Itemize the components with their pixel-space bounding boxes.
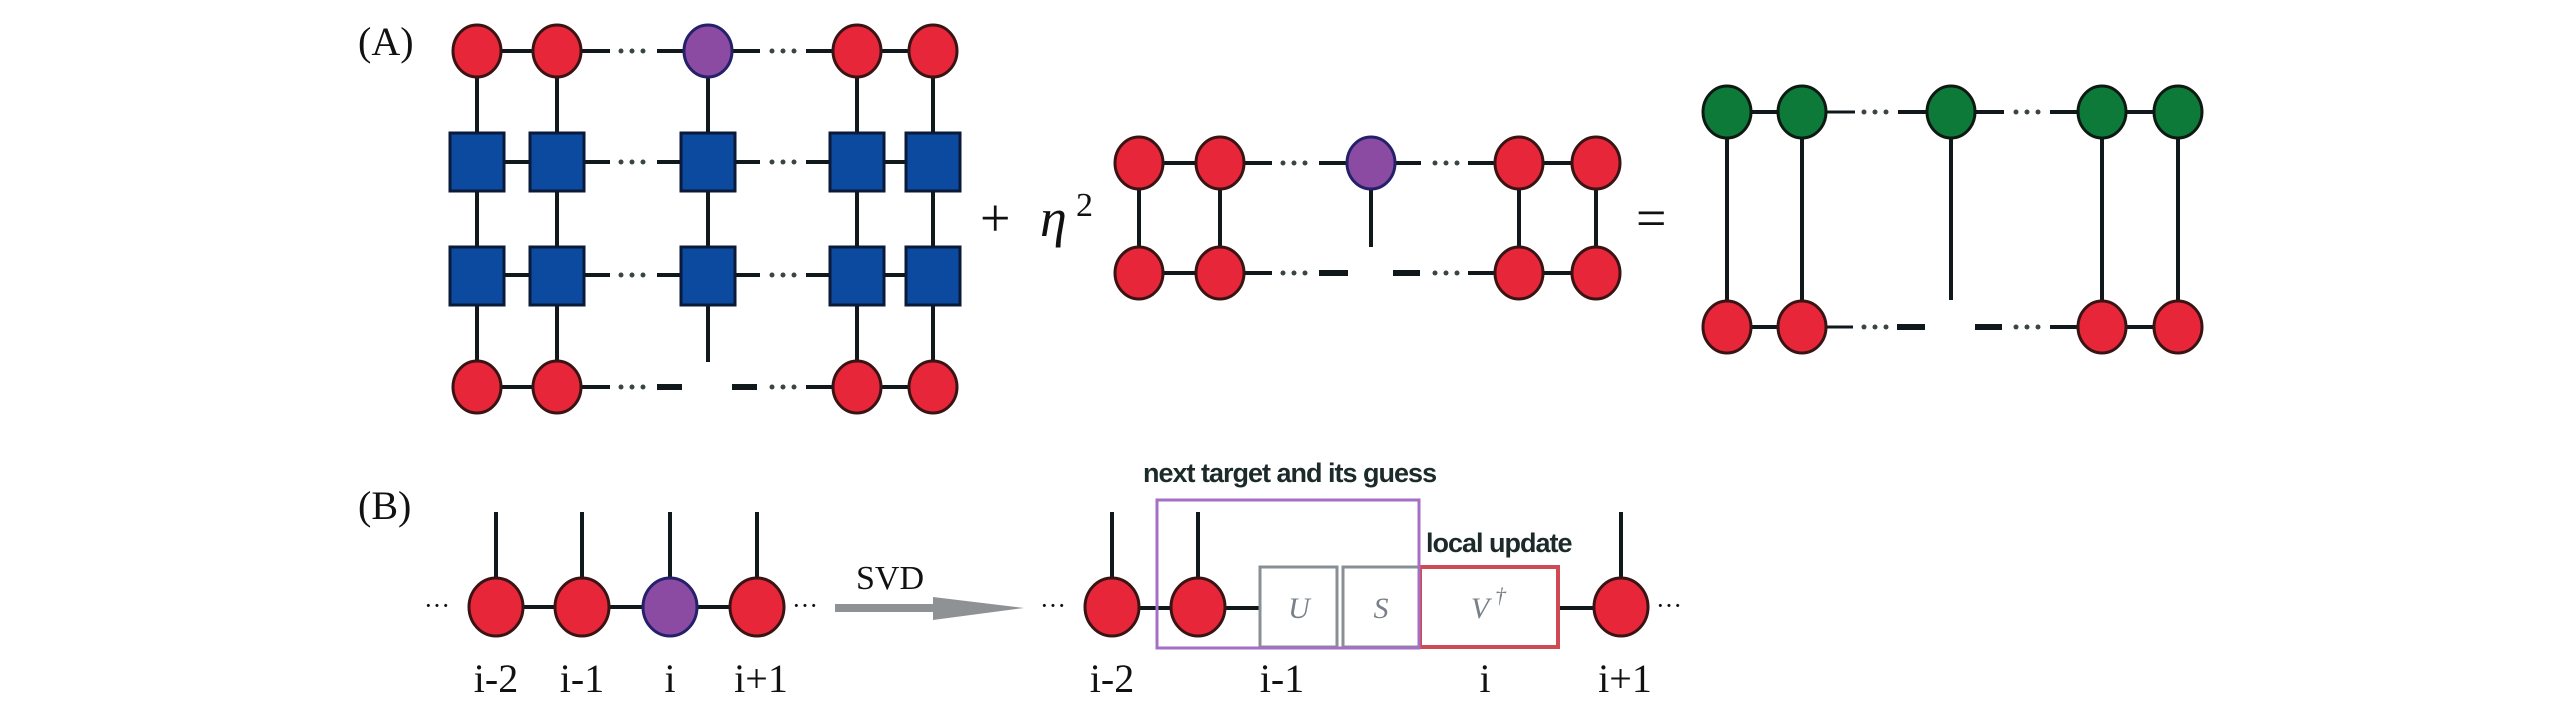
equals-sign: = bbox=[1636, 188, 1666, 248]
target-tensor bbox=[682, 23, 734, 79]
site-label: i bbox=[1479, 656, 1490, 701]
svd-label: SVD bbox=[856, 560, 924, 597]
svd-arrow: SVD bbox=[835, 560, 1024, 620]
operator-tensor bbox=[528, 131, 586, 193]
result-tensor bbox=[1925, 84, 1977, 140]
mps-tensor bbox=[831, 359, 883, 415]
site-label: i-2 bbox=[1090, 656, 1134, 701]
site-label: i-1 bbox=[1260, 656, 1304, 701]
network-1 bbox=[448, 23, 962, 415]
mps-tensor bbox=[1113, 245, 1165, 301]
result-tensor bbox=[1776, 84, 1828, 140]
u-matrix-box bbox=[1258, 565, 1339, 649]
network-3-bottom-row bbox=[1701, 299, 2204, 355]
next-target-caption: next target and its guess bbox=[1143, 458, 1436, 488]
network-1-bottom-row bbox=[451, 359, 959, 415]
mps-tensor bbox=[451, 359, 503, 415]
s-matrix-box bbox=[1341, 565, 1421, 649]
operator-tensor bbox=[448, 245, 506, 307]
network-1-top-row bbox=[451, 23, 959, 79]
mps-tensor bbox=[451, 23, 503, 79]
s-label: S bbox=[1374, 592, 1389, 625]
result-tensor bbox=[2152, 84, 2204, 140]
site-tensor bbox=[728, 576, 786, 638]
target-tensor bbox=[1345, 135, 1397, 191]
panel-b: (B) ··· ··· i-2 i-1 i i+1 SVD · bbox=[358, 458, 1682, 701]
mps-tensor bbox=[2076, 299, 2128, 355]
operator-tensor bbox=[528, 245, 586, 307]
target-site-tensor bbox=[641, 576, 699, 638]
v-dagger: † bbox=[1495, 583, 1507, 608]
mps-tensor bbox=[1493, 135, 1545, 191]
site-label: i+1 bbox=[1598, 656, 1652, 701]
result-tensor bbox=[1701, 84, 1753, 140]
operator-tensor bbox=[904, 245, 962, 307]
panel-b-label: (B) bbox=[358, 483, 411, 528]
network-2-top-row bbox=[1113, 135, 1622, 191]
operator-layer-2 bbox=[448, 245, 962, 307]
mps-tensor bbox=[531, 359, 583, 415]
plus-sign: + bbox=[980, 188, 1010, 248]
u-label: U bbox=[1288, 592, 1312, 625]
mps-tensor bbox=[907, 23, 959, 79]
network-3-top-row bbox=[1701, 84, 2204, 140]
site-label: i+1 bbox=[734, 656, 788, 701]
site-tensor bbox=[1592, 576, 1650, 638]
site-label: i bbox=[664, 656, 675, 701]
site-label: i-2 bbox=[474, 656, 518, 701]
operator-tensor bbox=[679, 245, 737, 307]
site-label: i-1 bbox=[560, 656, 604, 701]
local-update-caption: local update bbox=[1426, 528, 1573, 558]
network-2 bbox=[1113, 135, 1622, 301]
mps-tensor bbox=[1113, 135, 1165, 191]
panel-a: (A) bbox=[358, 19, 2204, 415]
arrow-head-icon bbox=[933, 597, 1024, 620]
ellipsis-left: ··· bbox=[424, 591, 450, 620]
chain-before-svd: ··· ··· i-2 i-1 i i+1 bbox=[424, 512, 818, 701]
chain-after-svd: ··· next target and its guess local upda… bbox=[1040, 458, 1682, 701]
operator-layer-1 bbox=[448, 131, 962, 193]
ellipsis-left: ··· bbox=[1040, 591, 1066, 620]
ellipsis-right: ··· bbox=[792, 591, 818, 620]
site-tensor bbox=[1169, 576, 1227, 638]
mps-tensor bbox=[1701, 299, 1753, 355]
v-label: V bbox=[1471, 592, 1493, 625]
mps-tensor bbox=[2152, 299, 2204, 355]
operator-tensor bbox=[904, 131, 962, 193]
mps-tensor bbox=[1194, 245, 1246, 301]
site-tensor bbox=[1083, 576, 1141, 638]
mps-tensor bbox=[1570, 135, 1622, 191]
mps-tensor bbox=[1493, 245, 1545, 301]
operator-tensor bbox=[828, 131, 886, 193]
result-tensor bbox=[2076, 84, 2128, 140]
mps-tensor bbox=[907, 359, 959, 415]
mps-tensor bbox=[531, 23, 583, 79]
site-tensor bbox=[467, 576, 525, 638]
ellipsis-right: ··· bbox=[1656, 591, 1682, 620]
mps-tensor bbox=[831, 23, 883, 79]
arrow-shaft bbox=[835, 604, 935, 612]
eta-symbol: η bbox=[1040, 188, 1067, 248]
network-3 bbox=[1701, 84, 2204, 355]
mps-tensor bbox=[1194, 135, 1246, 191]
site-tensor bbox=[553, 576, 611, 638]
mps-tensor bbox=[1776, 299, 1828, 355]
eta-exponent: 2 bbox=[1076, 187, 1093, 224]
panel-a-label: (A) bbox=[358, 19, 414, 64]
operator-tensor bbox=[448, 131, 506, 193]
next-target-box bbox=[1155, 498, 1421, 650]
operator-tensor bbox=[679, 131, 737, 193]
operator-tensor bbox=[828, 245, 886, 307]
mps-tensor bbox=[1570, 245, 1622, 301]
network-2-bottom-row bbox=[1113, 245, 1622, 301]
